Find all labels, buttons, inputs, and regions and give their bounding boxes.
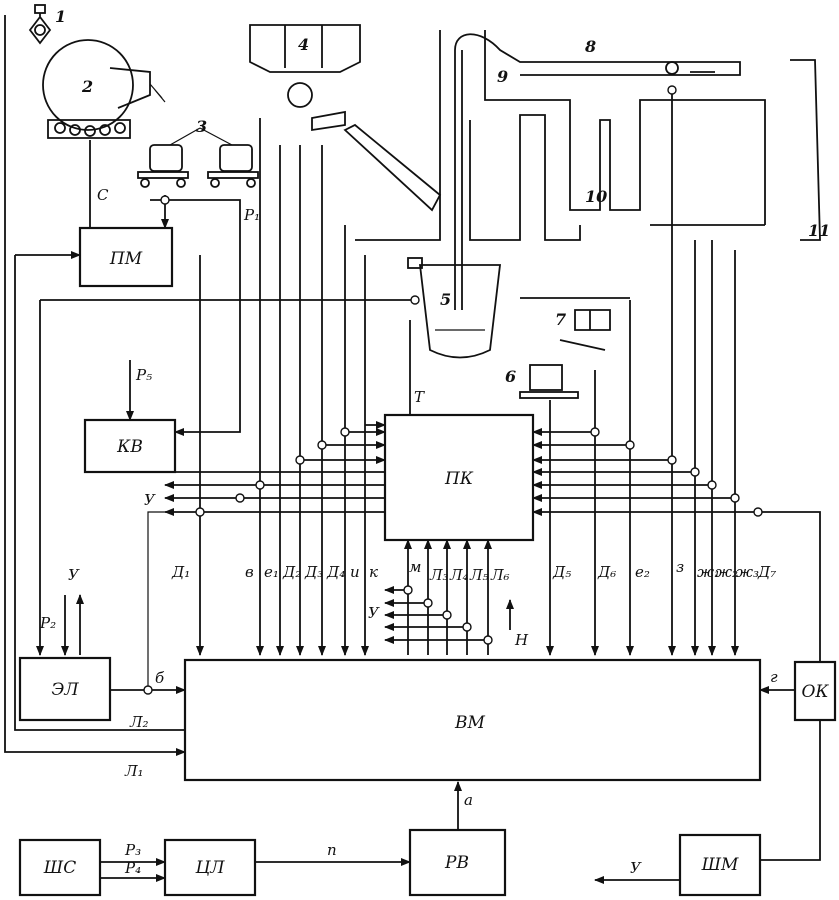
label-d4: Д₄ [326,563,345,581]
block-kv-label: КВ [116,437,143,457]
label-d6: Д₆ [597,563,616,581]
label-a: а [464,791,473,809]
block-shm-label: ШМ [701,855,739,875]
label-l3: Л₃ [429,566,449,584]
label-n4: 4 [298,35,309,54]
label-d7: Д₇ [757,563,776,581]
label-zh3: ж₃ [736,563,759,581]
drum-icon [42,39,166,139]
block-ok-label: ОК [801,682,829,702]
equipment-area [28,4,821,399]
label-p2: P₂ [39,614,56,632]
label-d3: Д₃ [304,563,323,581]
label-d1: Д₁ [171,563,190,581]
label-n2: 2 [81,77,93,96]
label-d2: Д₂ [282,563,301,581]
label-u-left: У [144,491,156,509]
small-bunker-icon [559,309,611,351]
label-e1: е₁ [264,563,279,581]
chute-icon [343,123,442,212]
weigher-pair-icon [137,127,259,188]
label-n10: 10 [585,187,607,206]
signal-lines [4,15,821,884]
block-pk-label: ПК [444,469,474,489]
block-el: ЭЛ [18,656,112,722]
block-vm-label: ВМ [454,713,485,733]
label-n7: 7 [555,310,566,329]
block-cl-label: ЦЛ [194,858,225,878]
weigher-icon [519,364,579,399]
level-sensor-icon [28,4,52,45]
block-shm: ШМ [678,833,762,897]
bunker-icon [249,24,361,132]
block-shs: ШС [18,838,102,897]
label-k: к [369,563,378,581]
label-z: з [676,558,684,576]
block-ok: ОК [793,660,837,722]
label-zh2: ж₂ [715,563,738,581]
label-l6: Л₆ [490,566,510,584]
label-g: г [770,668,778,686]
label-p1: P₁ [243,206,260,224]
label-p5: P₅ [135,366,152,384]
block-shs-label: ШС [43,858,76,878]
label-p3: P₃ [124,841,141,859]
label-e2: е₂ [635,563,650,581]
equipment-numbers: 1 2 3 4 5 6 7 8 9 10 11 [55,7,830,386]
converter-icon [407,257,502,359]
label-p4: P₄ [124,859,141,877]
block-el-label: ЭЛ [51,680,79,700]
burner-pipe-icon [454,33,741,310]
label-l5: Л₅ [469,566,489,584]
label-u-mid: У [368,604,380,622]
label-zh1: ж₁ [697,563,720,581]
label-p: п [327,841,337,859]
label-bb: б [155,669,165,687]
label-n11: 11 [808,221,830,240]
block-pm: ПМ [78,226,174,288]
label-l1: Л₁ [124,762,144,780]
label-c: С [97,186,109,204]
label-n5: 5 [440,290,451,309]
signal-labels: С P₁ P₅ Т У У P₂ У Д₁ в е₁ Д₂ Д₃ Д₄ и к … [39,186,778,877]
label-b: в [245,563,254,581]
block-vm: ВМ [183,658,762,782]
block-pm-label: ПМ [109,249,143,269]
label-t: Т [414,388,425,406]
label-u-bottom: У [630,859,642,877]
junction-dots [143,85,763,695]
label-n6: 6 [505,367,516,386]
block-rv: РВ [408,828,507,897]
block-cl: ЦЛ [163,838,257,897]
block-kv: КВ [83,418,177,474]
label-l2: Л₂ [129,713,149,731]
label-l4: Л₄ [449,566,469,584]
label-n: Н [514,631,529,649]
block-pk: ПК [383,413,535,542]
label-n3: 3 [196,117,207,136]
label-n1: 1 [55,7,66,26]
label-m: м [409,558,421,576]
flue-duct-icon [355,30,821,241]
label-u-top: У [68,566,80,584]
label-n8: 8 [584,37,596,56]
label-i: и [350,563,360,581]
label-n9: 9 [497,67,508,86]
label-d5: Д₅ [552,563,571,581]
block-rv-label: РВ [444,853,469,873]
